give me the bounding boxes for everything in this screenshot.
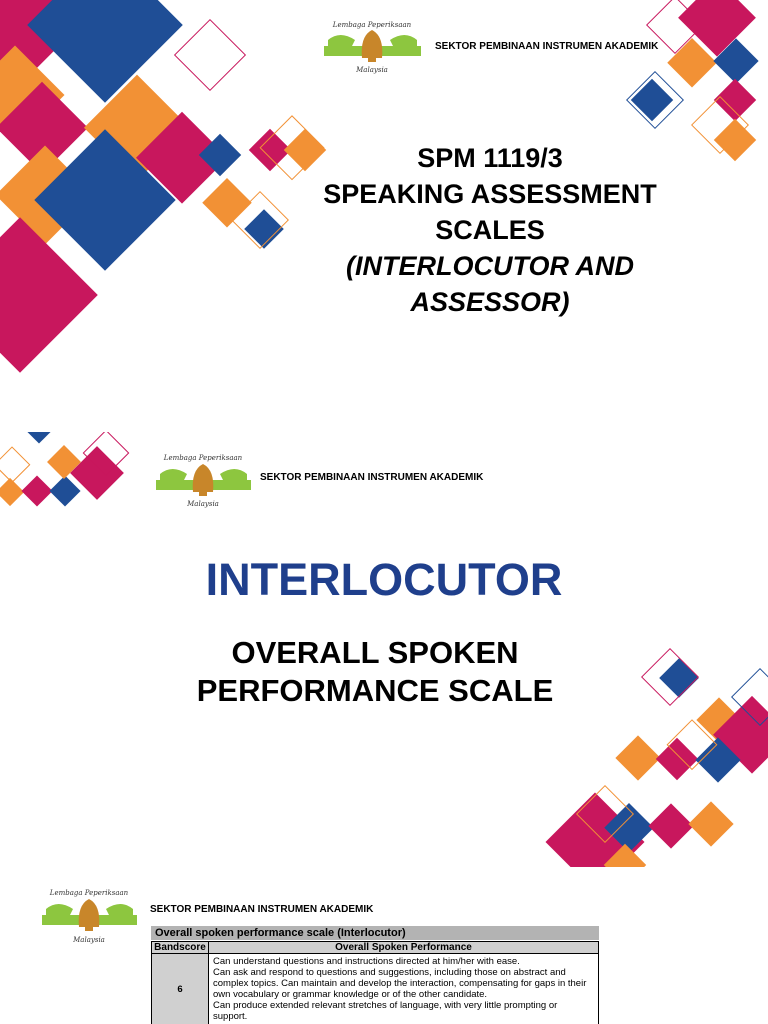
- svg-text:Lembaga Peperiksaan: Lembaga Peperiksaan: [163, 454, 243, 462]
- deco-square: [136, 111, 228, 204]
- svg-text:Malaysia: Malaysia: [72, 936, 105, 944]
- deco-outline: [173, 18, 247, 92]
- deco-square: [678, 0, 756, 57]
- deco-square: [655, 737, 699, 781]
- deco-outline: [259, 115, 325, 181]
- deco-outline: [731, 668, 768, 726]
- performance-descriptor-cell: Can understand questions and instruction…: [208, 953, 599, 1024]
- svg-text:Malaysia: Malaysia: [355, 66, 388, 74]
- deco-outline: [626, 71, 684, 129]
- slide-title-text: SPM 1119/3 SPEAKING ASSESSMENT SCALES (I…: [300, 140, 680, 320]
- lembaga-peperiksaan-logo: Lembaga Peperiksaan Malaysia: [156, 454, 251, 508]
- slide-interlocutor: Lembaga Peperiksaan Malaysia SEKTOR PEMB…: [0, 432, 768, 867]
- header-organization: SEKTOR PEMBINAAN INSTRUMEN AKADEMIK: [435, 41, 659, 52]
- deco-square: [248, 128, 292, 172]
- deco-outline: [0, 446, 31, 484]
- deco-square: [688, 801, 734, 847]
- subtitle-line: OVERALL SPOKEN: [231, 635, 519, 670]
- title-line: SPEAKING ASSESSMENT: [323, 179, 657, 209]
- subtitle-line: PERFORMANCE SCALE: [196, 673, 554, 708]
- descriptor-line: complex topics. Can maintain and develop…: [213, 978, 587, 989]
- deco-outline: [646, 0, 704, 54]
- deco-square: [659, 658, 699, 698]
- deco-square: [713, 118, 757, 162]
- decorative-squares-top-left: [0, 432, 130, 507]
- title-line-italic: (INTERLOCUTOR AND: [346, 251, 634, 281]
- deco-square: [630, 78, 674, 122]
- deco-square: [615, 735, 661, 781]
- column-header-performance: Overall Spoken Performance: [208, 941, 599, 954]
- deco-square: [23, 432, 55, 444]
- descriptor-line: Can produce extended relevant stretches …: [213, 1000, 558, 1011]
- deco-square: [648, 803, 694, 849]
- deco-square: [49, 475, 81, 507]
- descriptor-line: Can understand questions and instruction…: [213, 956, 520, 967]
- title-line-italic: ASSESSOR): [410, 287, 570, 317]
- title-line: SPM 1119/3: [417, 143, 563, 173]
- band-score-cell: 6: [151, 953, 209, 1024]
- table-caption: Overall spoken performance scale (Interl…: [151, 926, 599, 940]
- lembaga-peperiksaan-logo: Lembaga Peperiksaan Malaysia: [42, 889, 137, 944]
- slide-scale-table: Lembaga Peperiksaan Malaysia SEKTOR PEMB…: [0, 867, 768, 1024]
- deco-outline: [691, 96, 749, 154]
- deco-square: [0, 217, 98, 373]
- deco-square: [27, 0, 183, 103]
- descriptor-line: Can ask and respond to questions and sug…: [213, 967, 566, 978]
- slide-title: Lembaga Peperiksaan Malaysia SEKTOR PEMB…: [0, 0, 768, 432]
- svg-text:Malaysia: Malaysia: [186, 500, 219, 508]
- descriptor-line: own vocabulary or grammar knowledge or o…: [213, 989, 488, 1000]
- deco-square: [21, 475, 53, 507]
- lembaga-peperiksaan-logo: Lembaga Peperiksaan Malaysia: [324, 21, 421, 74]
- deco-square: [244, 209, 284, 249]
- deco-outline: [576, 785, 634, 843]
- svg-text:Lembaga Peperiksaan: Lembaga Peperiksaan: [49, 889, 129, 897]
- deco-outline: [641, 648, 699, 706]
- header-organization: SEKTOR PEMBINAAN INSTRUMEN AKADEMIK: [150, 904, 374, 915]
- decorative-squares: [0, 432, 768, 867]
- title-line: SCALES: [435, 215, 545, 245]
- deco-outline: [666, 719, 718, 771]
- section-title: INTERLOCUTOR: [205, 554, 563, 605]
- section-subtitle: OVERALL SPOKEN PERFORMANCE SCALE: [150, 634, 600, 710]
- decorative-squares-right: [626, 0, 759, 162]
- deco-outline: [82, 432, 130, 477]
- descriptor-line: support.: [213, 1011, 248, 1022]
- table-row: 6 Can understand questions and instructi…: [151, 953, 599, 1024]
- svg-text:Lembaga Peperiksaan: Lembaga Peperiksaan: [332, 21, 412, 29]
- deco-square: [713, 78, 757, 122]
- header-organization: SEKTOR PEMBINAAN INSTRUMEN AKADEMIK: [260, 472, 484, 483]
- performance-scale-table: Bandscore Overall Spoken Performance 6 C…: [151, 941, 599, 1024]
- deco-square: [70, 446, 124, 500]
- column-header-bandscore: Bandscore: [151, 941, 209, 954]
- deco-outline: [231, 191, 289, 249]
- decorative-squares-left: [0, 0, 759, 373]
- deco-square: [202, 177, 252, 228]
- deco-square: [198, 133, 242, 177]
